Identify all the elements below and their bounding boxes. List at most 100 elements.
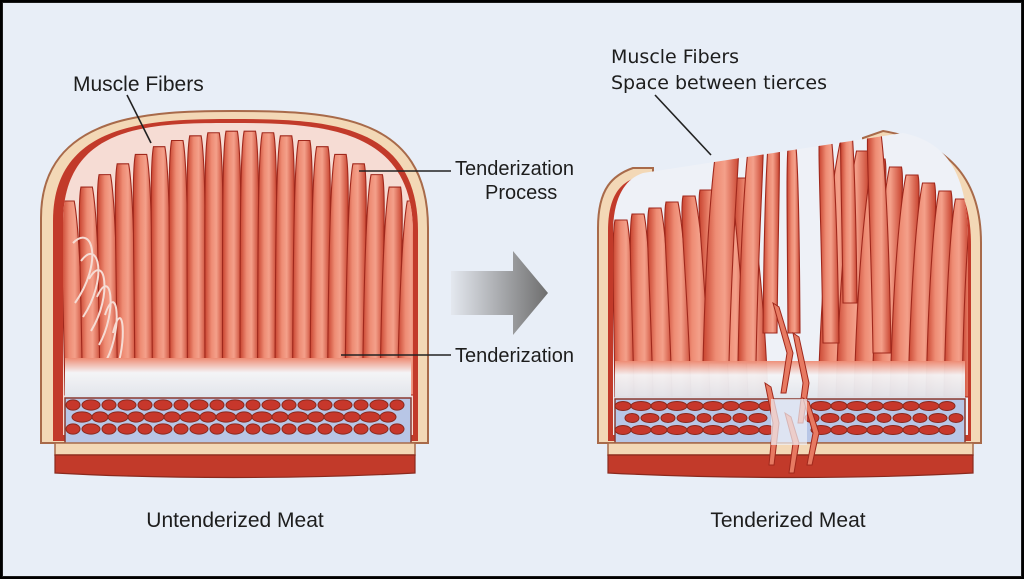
muscle-fiber	[866, 133, 892, 354]
muscle-fiber	[840, 133, 858, 304]
fat-cell	[117, 423, 137, 435]
fat-cell	[251, 411, 273, 423]
fat-cell	[820, 413, 840, 423]
left-skin-band	[54, 442, 416, 456]
fat-cell	[389, 423, 405, 435]
fat-cell	[179, 411, 201, 423]
fat-cell	[614, 425, 632, 435]
fat-cell	[137, 399, 153, 411]
fat-cell	[287, 411, 309, 423]
left-muscle-fibers	[63, 123, 413, 435]
fat-cell	[630, 401, 652, 411]
fat-cell	[676, 413, 696, 423]
fat-cell	[343, 411, 361, 423]
fat-cell	[918, 425, 940, 435]
fat-cell	[209, 399, 225, 411]
fat-cell	[353, 399, 369, 411]
fat-cell	[81, 423, 101, 435]
fat-cell	[686, 425, 704, 435]
fat-cell	[209, 423, 225, 435]
fat-cell	[281, 399, 297, 411]
fat-cell	[902, 401, 920, 411]
fat-cell	[738, 401, 760, 411]
fat-cell	[912, 413, 928, 423]
fat-cell	[71, 411, 93, 423]
fat-cell	[333, 399, 353, 411]
fat-cell	[101, 399, 117, 411]
muscle-fiber	[818, 133, 840, 344]
fat-cell	[369, 399, 389, 411]
fat-cell	[686, 401, 704, 411]
fat-cell	[840, 413, 856, 423]
fat-cell	[153, 399, 173, 411]
fat-cell	[261, 423, 281, 435]
fat-cell	[297, 423, 317, 435]
fat-cell	[918, 401, 940, 411]
fat-cell	[353, 423, 369, 435]
fiber-sheath-line	[88, 269, 106, 332]
fat-cell	[882, 401, 904, 411]
fat-cell	[359, 411, 381, 423]
fiber-sheath-line	[96, 285, 112, 346]
fat-cell	[389, 399, 405, 411]
fat-cell	[317, 423, 333, 435]
fat-cell	[225, 423, 245, 435]
fat-cell	[748, 413, 768, 423]
fat-cell	[846, 425, 868, 435]
fat-cell	[65, 423, 81, 435]
muscle-fiber	[737, 133, 764, 364]
muscle-fibers-leader-line	[126, 94, 152, 144]
caption-untenderized-meat: Untenderized Meat	[146, 509, 324, 532]
fat-cell	[173, 399, 189, 411]
untenderized-meat-illustration	[40, 109, 429, 479]
muscle-fiber	[274, 135, 296, 396]
label-tenderization-process-line1: Tenderization	[455, 158, 574, 180]
fat-cell	[333, 423, 353, 435]
fat-cell	[379, 411, 397, 423]
fat-cell	[143, 411, 165, 423]
fat-cell	[702, 425, 724, 435]
fat-cell	[722, 425, 740, 435]
fat-cell	[81, 399, 101, 411]
fat-cell	[696, 413, 712, 423]
fat-cell	[245, 423, 261, 435]
fat-cell	[866, 401, 884, 411]
fat-cell	[948, 413, 964, 423]
fat-cell	[666, 401, 688, 411]
fat-cell	[810, 401, 832, 411]
fat-cell	[882, 425, 904, 435]
right-fat-cells	[614, 401, 964, 435]
fat-cell	[189, 423, 209, 435]
label-tenderization: Tenderization	[455, 345, 574, 367]
fat-cell	[650, 425, 668, 435]
fiber-strand	[802, 396, 820, 466]
muscle-fiber	[186, 135, 208, 396]
fat-cell	[117, 399, 137, 411]
caption-tenderized-meat: Tenderized Meat	[710, 509, 865, 532]
fat-cell	[660, 413, 676, 423]
fat-cell	[163, 411, 181, 423]
fat-cell	[928, 413, 948, 423]
muscle-fiber	[702, 133, 740, 364]
fat-cell	[624, 413, 640, 423]
fat-cell	[630, 425, 652, 435]
fat-cell	[173, 423, 189, 435]
fat-cell	[830, 425, 848, 435]
fat-cell	[369, 423, 389, 435]
fat-cell	[892, 413, 912, 423]
fiber-sheath-line	[80, 253, 100, 318]
fat-cell	[153, 423, 173, 435]
fat-cell	[225, 399, 245, 411]
muscle-fiber	[291, 139, 313, 396]
right-arrow-icon	[451, 251, 548, 335]
fat-cell	[830, 401, 848, 411]
fat-cell	[650, 401, 668, 411]
label-muscle-fibers-left: Muscle Fibers	[73, 73, 204, 96]
separated-fiber-strands	[764, 301, 820, 474]
fat-cell	[271, 411, 289, 423]
fat-cell	[65, 399, 81, 411]
fat-cell	[902, 425, 920, 435]
left-bottom-band	[54, 454, 416, 479]
fat-cell	[938, 401, 956, 411]
fat-cell	[732, 413, 748, 423]
